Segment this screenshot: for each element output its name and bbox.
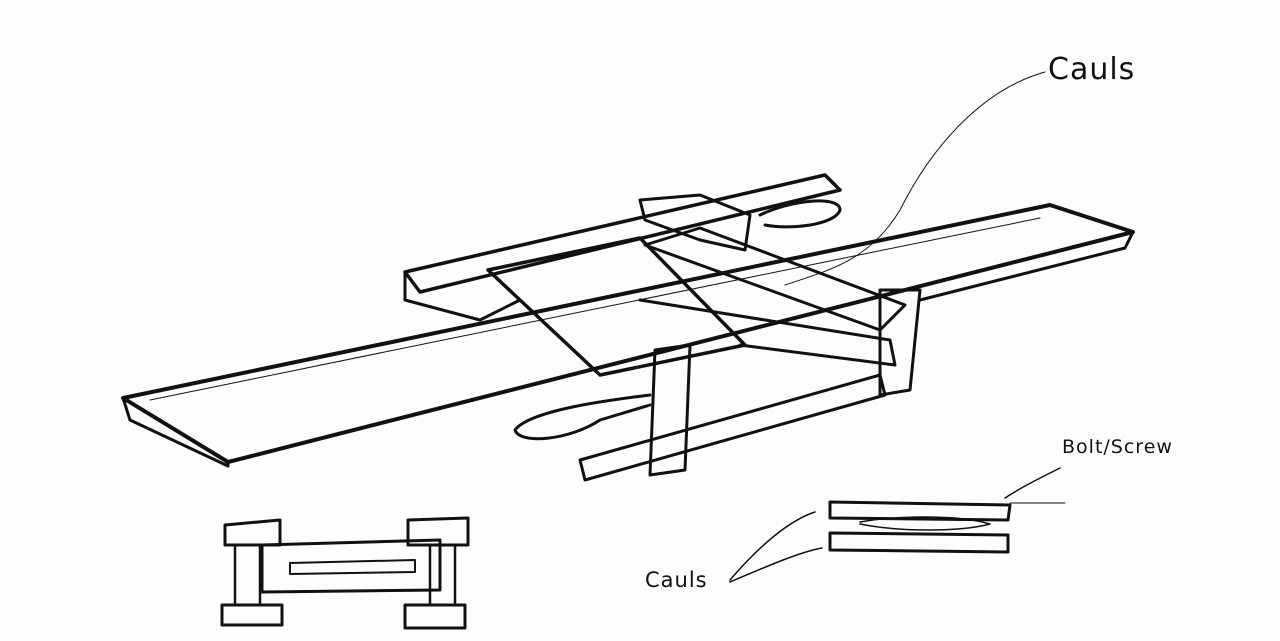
end-view-sketch: [220, 516, 470, 630]
arrow-cauls: [729, 511, 823, 583]
long-board: [121, 203, 1135, 468]
clamp-bar-top: [403, 173, 842, 322]
leader-line-cauls: [784, 71, 1046, 286]
caul-pieces: [486, 193, 922, 482]
caul-detail-sketch: [729, 467, 1066, 583]
arrow-bolt: [1004, 467, 1061, 499]
clamp-handle-top: [758, 199, 842, 229]
clamp-handle-bottom: [513, 393, 652, 441]
label-bolt-screw: Bolt/Screw: [1062, 436, 1173, 458]
label-cauls-top: Cauls: [1048, 52, 1136, 87]
label-cauls-bottom: Cauls: [645, 568, 708, 592]
